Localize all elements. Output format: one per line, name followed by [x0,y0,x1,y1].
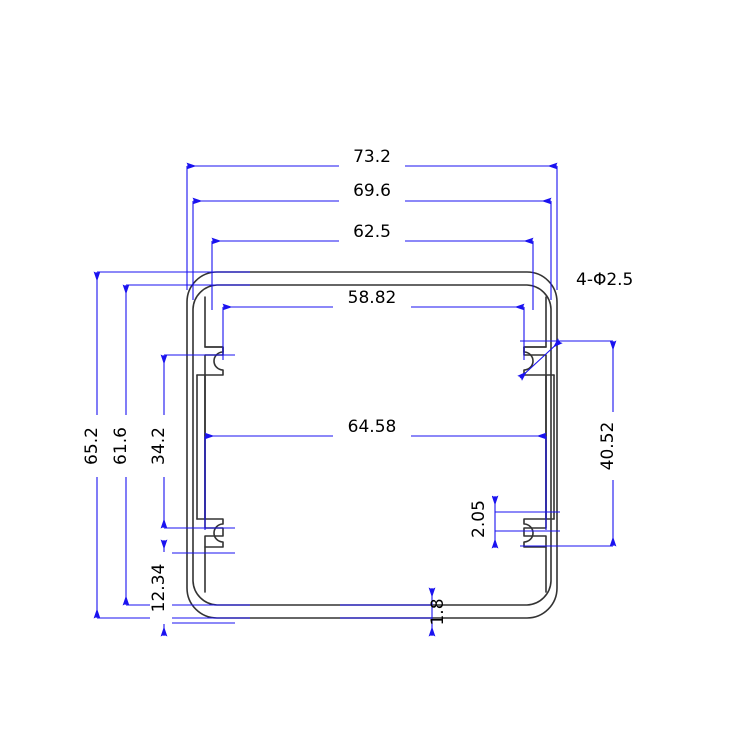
dimension-layer [93,162,617,637]
dim-label-62-5: 62.5 [353,222,391,242]
boss-bottom-right [523,518,547,548]
hole-callout-label: 4-Φ2.5 [576,270,633,290]
dim-label-65-2: 65.2 [82,427,102,465]
dim-label-2-05: 2.05 [469,500,489,538]
dim-label-12-34: 12.34 [149,564,169,613]
hole-callout-leader [517,338,563,381]
boss-bottom-left [204,518,224,548]
outer-contour [186,271,558,619]
dim-label-34-2: 34.2 [149,427,169,465]
dim-label-73-2: 73.2 [353,147,391,167]
dim-label-1-8: 1.8 [428,598,448,625]
boss-top-left [204,346,224,376]
dim-label-69-6: 69.6 [353,181,391,201]
dim-label-58-82: 58.82 [348,288,397,308]
dimension-text-layer: 73.2 69.6 62.5 58.82 64.58 65.2 61.6 34.… [82,146,633,626]
extension-lines-vertical [97,271,613,624]
dim-label-40-52: 40.52 [598,422,618,471]
inner-wall-contour [192,284,552,606]
dim-label-64-58: 64.58 [348,417,397,437]
extension-lines-horizontal [186,166,558,530]
dim-label-61-6: 61.6 [111,427,131,465]
